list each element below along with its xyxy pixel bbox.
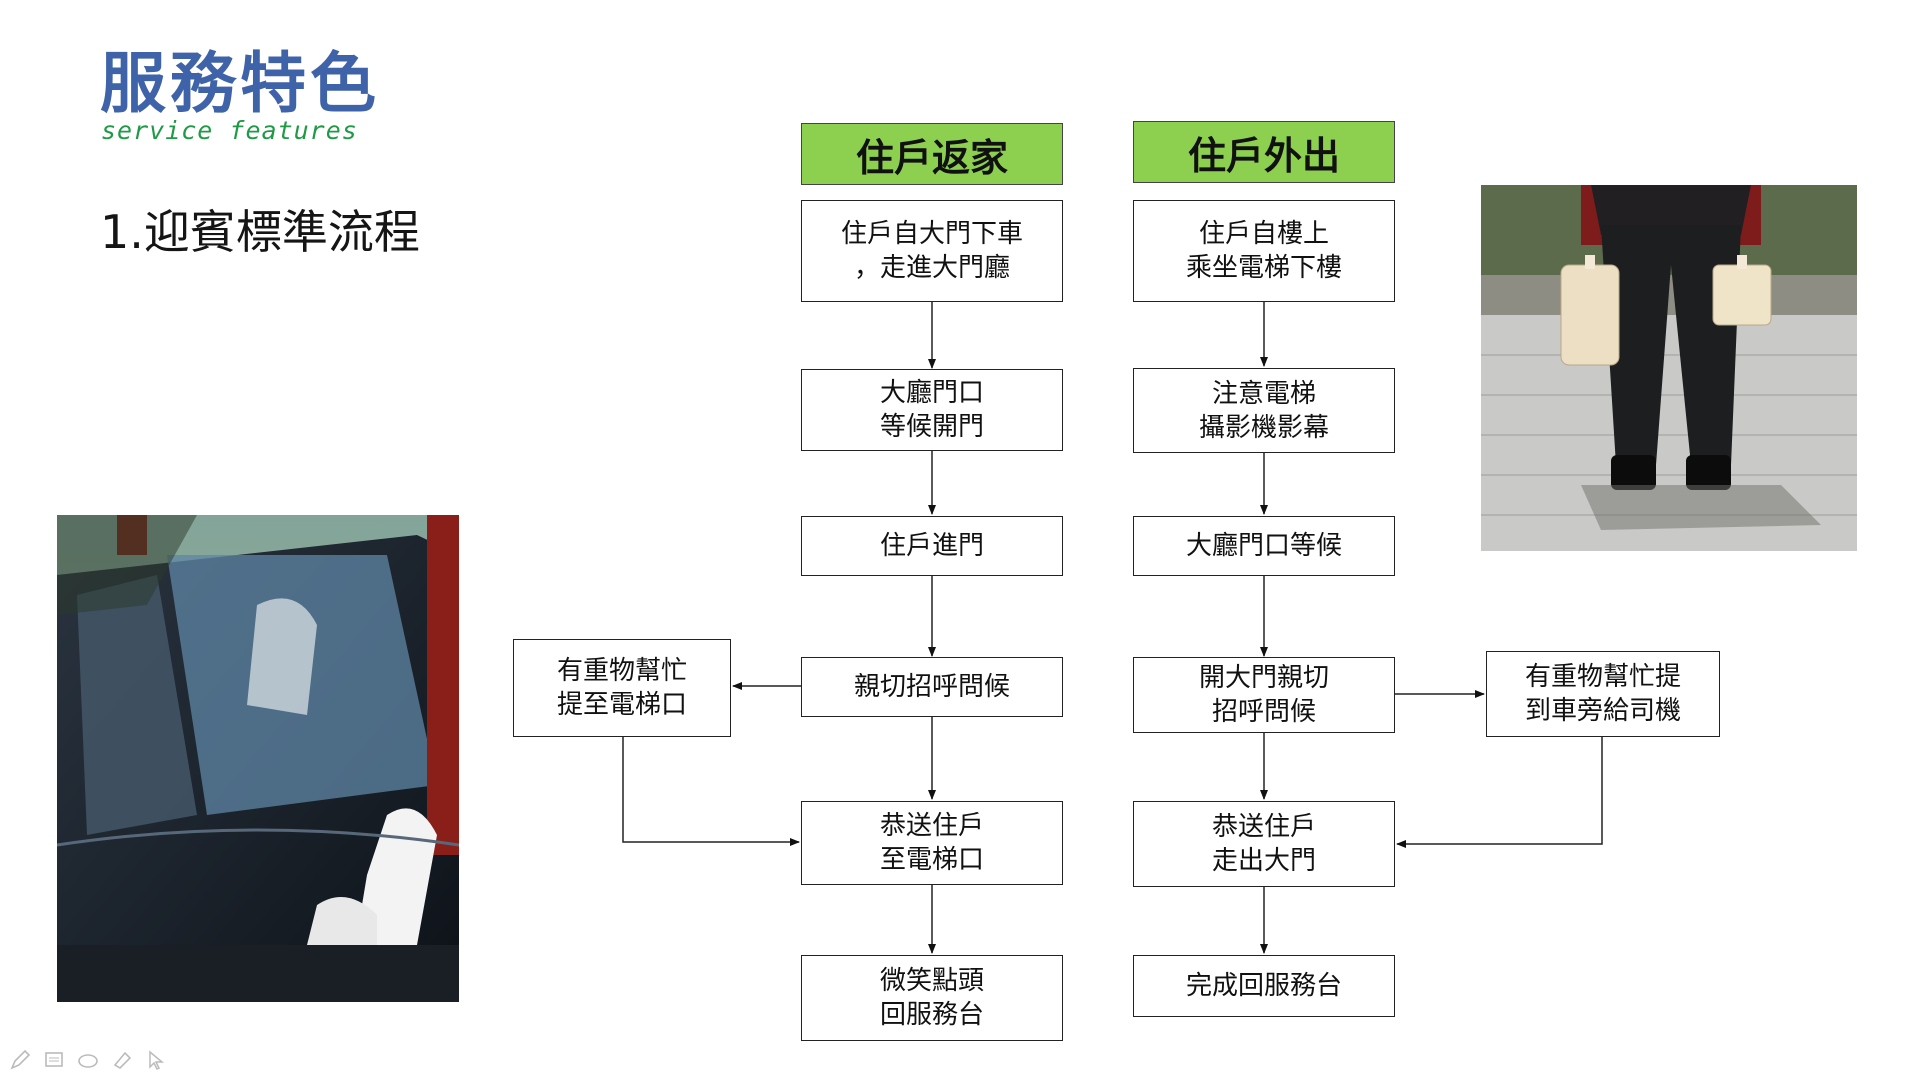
flow-home-step-3: 住戶進門 [801, 516, 1063, 576]
pointer-icon[interactable] [144, 1048, 168, 1072]
flow-out-side-note: 有重物幫忙提 到車旁給司機 [1486, 651, 1720, 737]
flow-out-step-6: 完成回服務台 [1133, 955, 1395, 1017]
section-heading: 1.迎賓標準流程 [100, 205, 420, 259]
page-title: 服務特色 [100, 45, 380, 122]
flow-home-step-4: 親切招呼問候 [801, 657, 1063, 717]
presentation-toolbar [8, 1048, 168, 1072]
flow-home-step-5: 恭送住戶 至電梯口 [801, 801, 1063, 885]
flow-out-step-4: 開大門親切 招呼問候 [1133, 657, 1395, 733]
bellhop-luggage-photo [1481, 185, 1857, 551]
flow-home-step-6: 微笑點頭 回服務台 [801, 955, 1063, 1041]
flow-home-header: 住戶返家 [801, 123, 1063, 185]
doorman-car-photo [57, 515, 459, 1002]
flow-out-step-3: 大廳門口等候 [1133, 516, 1395, 576]
flow-home-side-note: 有重物幫忙 提至電梯口 [513, 639, 731, 737]
highlighter-icon[interactable] [110, 1048, 134, 1072]
flow-out-step-5: 恭送住戶 走出大門 [1133, 801, 1395, 887]
pen-icon[interactable] [8, 1048, 32, 1072]
flow-home-step-1: 住戶自大門下車 ，走進大門廳 [801, 200, 1063, 302]
page-subtitle: service features [101, 116, 358, 145]
eraser-icon[interactable] [76, 1048, 100, 1072]
flow-out-header: 住戶外出 [1133, 121, 1395, 183]
flow-home-step-2: 大廳門口 等候開門 [801, 369, 1063, 451]
flow-out-step-1: 住戶自樓上 乘坐電梯下樓 [1133, 200, 1395, 302]
flow-out-step-2: 注意電梯 攝影機影幕 [1133, 368, 1395, 453]
slides-icon[interactable] [42, 1048, 66, 1072]
